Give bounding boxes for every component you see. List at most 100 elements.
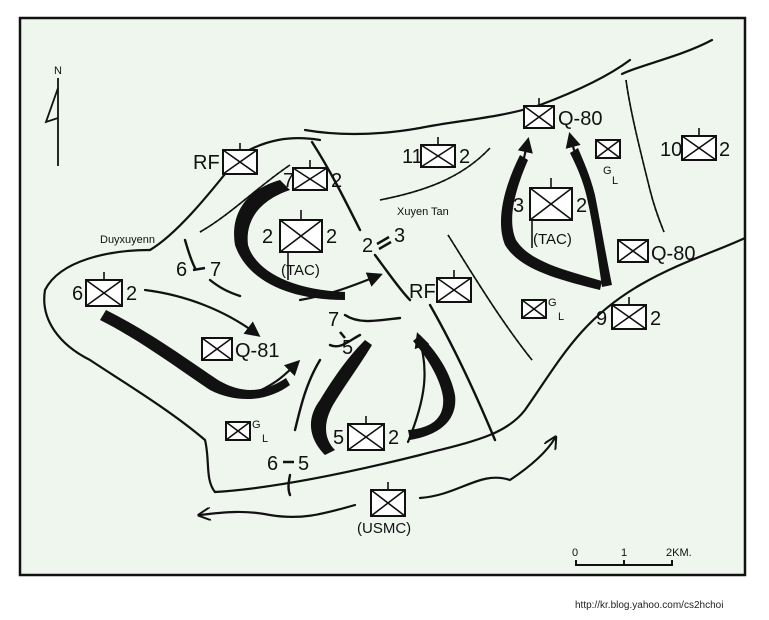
scale-tick-1: 1 <box>621 547 627 559</box>
road-south <box>428 303 497 442</box>
unit-label-gl-sw-l: L <box>262 433 268 445</box>
unit-rf-center: RF <box>409 270 472 303</box>
arrow-2-2-right <box>298 272 383 302</box>
unit-label-gl-ne: G <box>603 165 612 177</box>
unit-label-5: 5 <box>333 427 344 449</box>
thick-arrow-3-2-right <box>570 148 612 287</box>
unit-label-q80-right: Q-80 <box>651 243 695 265</box>
road-center-b <box>328 333 362 348</box>
area-outline-left <box>43 248 217 494</box>
boundary-6-7: 6 7 <box>176 259 221 281</box>
unit-label-gl-east-l: L <box>558 311 564 323</box>
svg-text:7: 7 <box>210 259 221 281</box>
unit-6-2: 6 2 <box>72 272 137 307</box>
unit-3-2-tac: 3 2 (TAC) <box>513 178 587 248</box>
arrow-lower-center <box>248 359 301 397</box>
road-west-lower <box>208 278 242 298</box>
unit-label-gl-ne-l: L <box>612 175 618 187</box>
unit-label-3-echelon: 2 <box>576 195 587 217</box>
unit-label-10-echelon: 2 <box>719 139 730 161</box>
road-west-south <box>293 358 322 432</box>
unit-label-6-echelon: 2 <box>126 283 137 305</box>
area-outline-top <box>303 58 632 136</box>
arrow-6-2-upper <box>143 288 261 337</box>
scale-tick-2: 2KM. <box>666 547 692 559</box>
unit-label-9-echelon: 2 <box>650 308 661 330</box>
unit-label-q80-top: Q-80 <box>558 108 602 130</box>
unit-5-2: 5 2 <box>333 416 399 451</box>
unit-9-2: 9 2 <box>596 297 661 330</box>
svg-text:5: 5 <box>342 337 353 359</box>
unit-label-rf-center: RF <box>409 281 436 303</box>
arrow-3-2-left-tip <box>517 136 533 160</box>
road-center-left <box>310 140 362 232</box>
unit-label-2-right: 2 <box>326 226 337 248</box>
unit-10-2: 10 2 <box>660 128 730 161</box>
unit-2-2-tac: 2 2 (TAC) <box>262 210 337 280</box>
svg-text:5: 5 <box>298 453 309 475</box>
place-xuyen-tan: Xuyen Tan <box>397 206 449 218</box>
road-center-mid <box>373 253 412 302</box>
scale-bar: 0 1 2KM. <box>572 547 692 566</box>
unit-label-gl-sw: G <box>252 419 261 431</box>
unit-label-q81: Q-81 <box>235 340 279 362</box>
image-credit: http://kr.blog.yahoo.com/cs2hchoi <box>575 600 724 611</box>
unit-gl-ne: G L <box>595 139 621 187</box>
unit-gl-east: G L <box>521 297 564 323</box>
unit-label-3-tac: (TAC) <box>533 231 572 248</box>
svg-text:7: 7 <box>328 309 339 331</box>
road-west-south2 <box>287 473 292 497</box>
svg-text:6: 6 <box>267 453 278 475</box>
boundary-2-3: 2 3 <box>362 225 405 257</box>
thick-arrow-3-2-left <box>500 155 602 290</box>
unit-label-rf-nw: RF <box>193 152 220 174</box>
unit-label-7-echelon: 2 <box>331 170 342 192</box>
unit-rf-nw: RF <box>193 143 258 175</box>
unit-label-2-tac: (TAC) <box>281 262 320 279</box>
unit-q80-right: Q-80 <box>617 239 695 265</box>
road-west-upper <box>183 238 197 270</box>
arrow-to-center <box>406 332 430 444</box>
unit-label-3: 3 <box>513 195 524 217</box>
unit-gl-sw: G L <box>225 419 268 445</box>
ridge-n <box>379 147 491 201</box>
unit-label-9: 9 <box>596 308 607 330</box>
road-center-a <box>343 313 402 323</box>
coast-right <box>620 38 714 76</box>
thick-arrow-5-2-left <box>310 340 372 455</box>
unit-label-2-left: 2 <box>262 226 273 248</box>
arrow-usmc-left <box>200 503 357 517</box>
place-duyxuyenn: Duyxuyenn <box>100 234 155 246</box>
unit-11-2: 11 2 <box>402 137 470 168</box>
north-label: N <box>54 65 62 77</box>
svg-text:6: 6 <box>176 259 187 281</box>
ridge-center <box>447 234 533 361</box>
unit-label-11-echelon: 2 <box>459 146 470 168</box>
unit-7-2: 7 2 <box>283 160 342 192</box>
boundary-7-5: 7 5 <box>328 309 353 359</box>
arrow-usmc-right <box>418 438 555 500</box>
svg-text:3: 3 <box>394 225 405 247</box>
boundary-6-5: 6 5 <box>267 453 309 475</box>
unit-label-11: 11 <box>402 146 423 168</box>
thick-arrow-5-2-right <box>408 335 456 440</box>
unit-label-10: 10 <box>660 139 682 161</box>
unit-label-6: 6 <box>72 283 83 305</box>
unit-label-5-echelon: 2 <box>388 427 399 449</box>
svg-text:2: 2 <box>362 235 373 257</box>
north-arrow-icon: N <box>44 65 62 166</box>
unit-label-usmc: (USMC) <box>357 520 411 537</box>
ridge-nw <box>199 164 291 233</box>
unit-label-7: 7 <box>283 170 294 192</box>
unit-q81: Q-81 <box>201 337 279 362</box>
map-panel <box>18 16 747 577</box>
ridge-ne <box>625 79 665 233</box>
unit-label-gl-east: G <box>548 297 557 309</box>
unit-usmc: (USMC) <box>357 482 411 537</box>
thick-arrow-2-2-left <box>234 180 345 300</box>
thick-arrow-6-2-lower <box>100 310 290 400</box>
unit-q80-top: Q-80 <box>523 98 602 130</box>
area-outline-bottom <box>213 236 747 494</box>
arrow-3-2-right-tip <box>565 132 581 152</box>
